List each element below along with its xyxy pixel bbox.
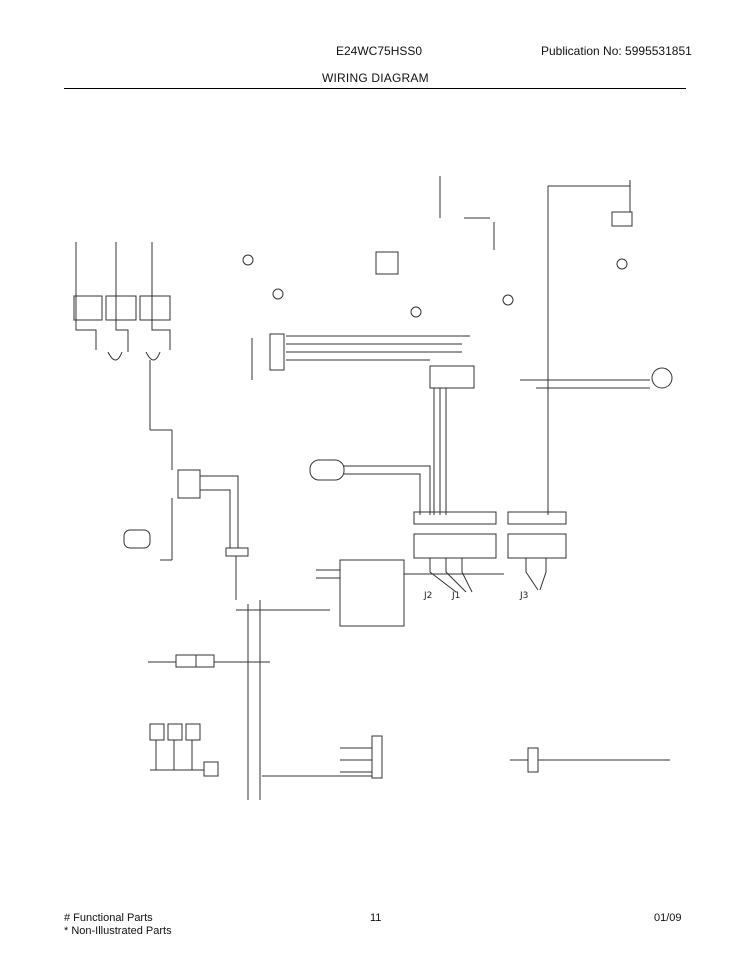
connector-j2-label: J2 <box>423 591 432 601</box>
page-number: 11 <box>370 912 382 924</box>
publication-date: 01/09 <box>654 912 682 924</box>
header-divider <box>64 88 686 89</box>
page-title: WIRING DIAGRAM <box>322 71 429 85</box>
functional-parts-legend: # Functional Parts <box>64 912 153 924</box>
connector-j3-label: J3 <box>519 591 528 601</box>
model-number: E24WC75HSS0 <box>336 44 423 58</box>
non-illustrated-legend: * Non-Illustrated Parts <box>64 925 172 937</box>
connector-j1-label: J1 <box>451 591 460 601</box>
publication-number: Publication No: 5995531851 <box>541 44 692 58</box>
